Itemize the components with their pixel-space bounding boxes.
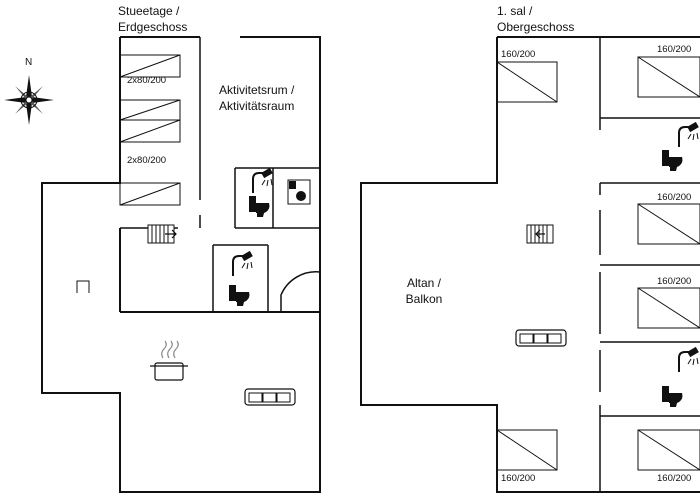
activity-room-label-line2: Aktivitätsraum bbox=[219, 99, 295, 113]
bed-size-label: 160/200 bbox=[501, 49, 536, 60]
shower-icon bbox=[232, 249, 254, 277]
bed-size-label: 160/200 bbox=[657, 276, 692, 287]
toilet-icon bbox=[249, 196, 270, 217]
sofa-icon bbox=[515, 329, 567, 347]
first-floor-plan bbox=[360, 36, 700, 493]
shower-icon bbox=[678, 345, 700, 373]
shower-icon bbox=[678, 120, 700, 148]
first-floor-title-line2: Obergeschoss bbox=[497, 20, 575, 34]
bed-size-label: 160/200 bbox=[657, 473, 692, 484]
door-swing-icon bbox=[280, 271, 321, 312]
ground-floor-title-line1: Stueetage / bbox=[118, 4, 180, 18]
ground-floor-title-line2: Erdgeschoss bbox=[118, 20, 188, 34]
bed-size-label: 2x80/200 bbox=[127, 75, 167, 86]
bed-icon bbox=[496, 56, 700, 471]
balcony-label-line1: Altan / bbox=[406, 276, 442, 290]
compass-north-label: N bbox=[25, 57, 33, 68]
sofa-icon bbox=[244, 388, 296, 406]
balcony-label-line2: Balkon bbox=[405, 292, 443, 306]
toilet-icon bbox=[662, 150, 683, 171]
first-floor-title-line1: 1. sal / bbox=[497, 4, 533, 18]
bed-size-label: 160/200 bbox=[657, 192, 692, 203]
bed-size-label: 160/200 bbox=[501, 473, 536, 484]
cooking-pot-icon bbox=[150, 340, 188, 381]
toilet-icon bbox=[662, 386, 683, 407]
stairs-icon bbox=[147, 224, 177, 244]
bed-size-label: 2x80/200 bbox=[127, 155, 167, 166]
compass-rose-icon bbox=[4, 75, 54, 125]
bed-icon bbox=[119, 54, 181, 206]
toilet-icon bbox=[229, 285, 250, 306]
ground-floor-plan bbox=[41, 36, 321, 493]
stairs-icon bbox=[526, 224, 554, 244]
chimney-icon bbox=[76, 280, 90, 293]
shower-icon bbox=[252, 166, 274, 194]
activity-room-label-line1: Aktivitetsrum / bbox=[219, 83, 295, 97]
bed-size-label: 160/200 bbox=[657, 44, 692, 55]
washing-machine-icon bbox=[287, 179, 311, 205]
